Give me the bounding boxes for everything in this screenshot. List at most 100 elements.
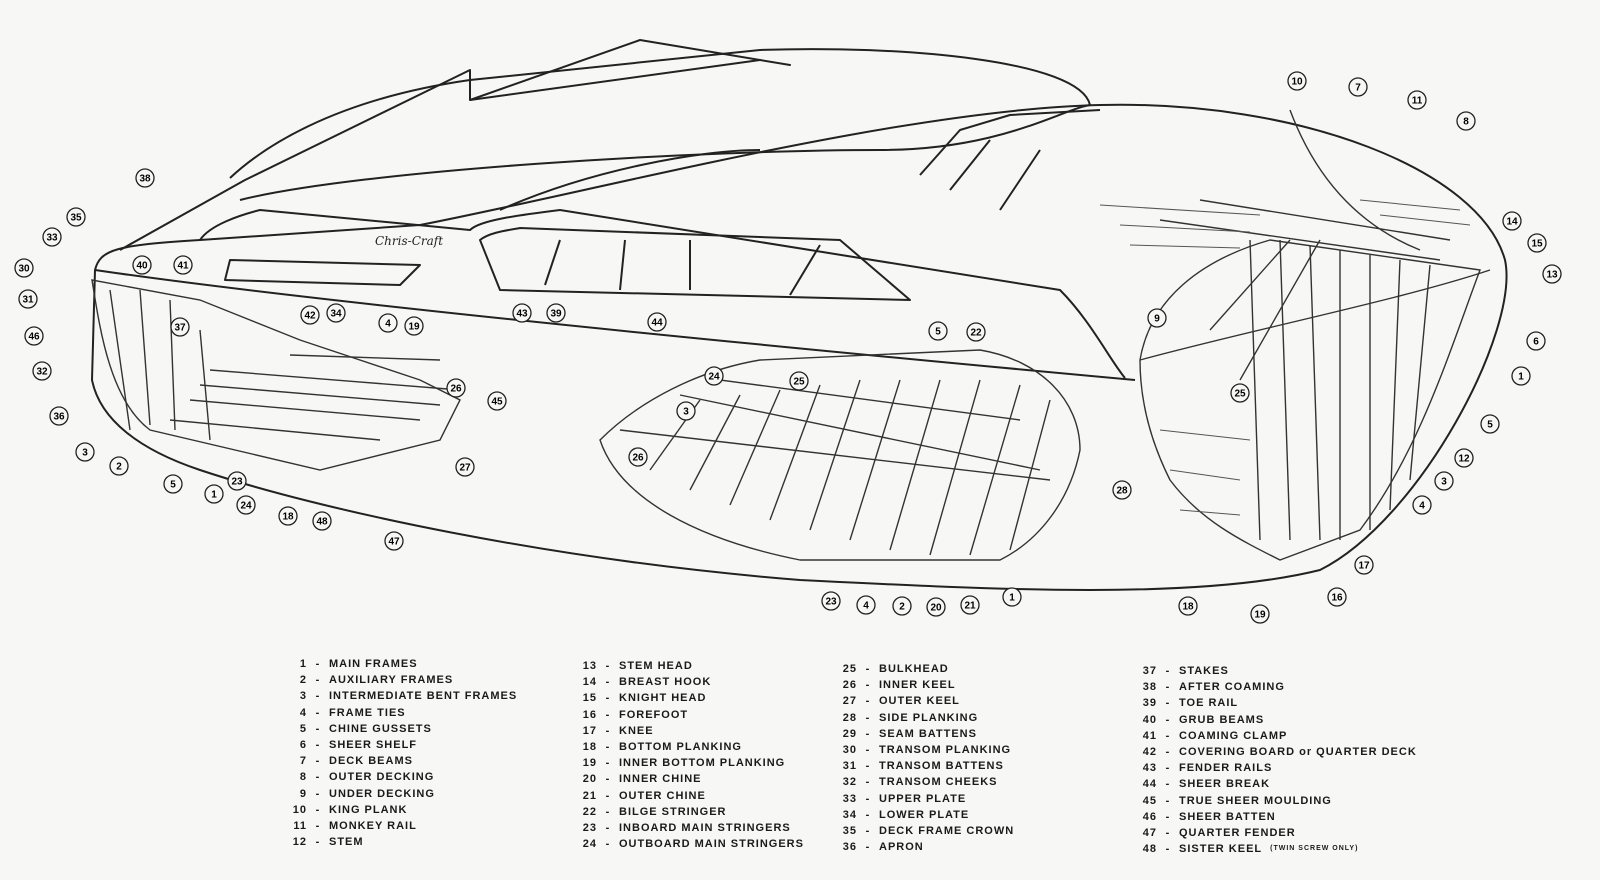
legend-item: 45-TRUE SHEER MOULDING xyxy=(1135,793,1417,809)
legend-separator: - xyxy=(315,771,321,784)
callout-circle xyxy=(1526,331,1546,351)
legend-item: 41-COAMING CLAMP xyxy=(1135,728,1417,744)
callout-1: 1 xyxy=(1002,587,1022,607)
legend-item: 18-BOTTOM PLANKING xyxy=(575,739,804,755)
callout-number: 4 xyxy=(863,601,869,612)
legend-separator: - xyxy=(865,792,871,805)
callout-15: 15 xyxy=(1527,233,1547,253)
legend-separator: - xyxy=(315,836,321,849)
legend-item: 9-UNDER DECKING xyxy=(285,786,517,802)
legend-label: BULKHEAD xyxy=(879,663,949,675)
legend-label: AFTER COAMING xyxy=(1179,681,1285,694)
legend-number: 33 xyxy=(842,792,857,805)
callout-number: 15 xyxy=(1531,239,1543,250)
legend-separator: - xyxy=(605,838,611,851)
legend-number: 38 xyxy=(1142,681,1157,694)
callout-circle xyxy=(676,401,696,421)
callout-circle xyxy=(1147,308,1167,328)
legend-number: 23 xyxy=(582,822,597,835)
callout-11: 11 xyxy=(1407,90,1427,110)
legend-item: 6-SHEER SHELF xyxy=(285,737,517,753)
legend-item: 40-GRUB BEAMS xyxy=(1135,712,1417,728)
legend-separator: - xyxy=(865,711,871,724)
legend-label: FRAME TIES xyxy=(329,706,406,719)
callout-21: 21 xyxy=(960,595,980,615)
legend-item: 24-OUTBOARD MAIN STRINGERS xyxy=(575,836,804,852)
callout-circle xyxy=(135,168,155,188)
legend-separator: - xyxy=(605,805,611,818)
callout-circle xyxy=(1456,111,1476,131)
callout-number: 13 xyxy=(1546,270,1558,281)
legend-number: 27 xyxy=(842,695,857,708)
legend-separator: - xyxy=(1165,665,1171,677)
callout-number: 11 xyxy=(1412,96,1423,107)
legend-label: INNER BOTTOM PLANKING xyxy=(619,757,786,770)
legend-separator: - xyxy=(865,744,871,757)
callout-number: 25 xyxy=(793,377,805,388)
legend-separator: - xyxy=(865,695,871,708)
legend-item: 20-INNER CHINE xyxy=(575,771,804,787)
legend-label: TRUE SHEER MOULDING xyxy=(1179,794,1332,807)
legend-label: TOE RAIL xyxy=(1179,697,1239,710)
chris-craft-logo: Chris-Craft xyxy=(375,234,443,248)
callout-circle xyxy=(628,447,648,467)
callout-circle xyxy=(326,303,346,323)
callout-16: 16 xyxy=(1327,587,1347,607)
callout-circle xyxy=(1502,211,1522,231)
legend-separator: - xyxy=(1165,810,1171,823)
legend-label: STAKES xyxy=(1179,665,1229,677)
callout-circle xyxy=(75,442,95,462)
legend-separator: - xyxy=(605,660,611,672)
legend-separator: - xyxy=(1165,713,1171,726)
callout-24: 24 xyxy=(236,495,256,515)
legend-separator: - xyxy=(1165,778,1171,791)
legend-number: 14 xyxy=(582,676,597,689)
legend-separator: - xyxy=(315,658,321,670)
callout-number: 4 xyxy=(385,319,391,330)
legend-item: 5-CHINE GUSSETS xyxy=(285,721,517,737)
callout-2: 2 xyxy=(109,456,129,476)
legend-item: 32-TRANSOM CHEEKS xyxy=(835,774,1014,790)
legend-number: 22 xyxy=(582,805,597,818)
legend-number: 4 xyxy=(299,706,307,719)
legend-item: 2-AUXILIARY FRAMES xyxy=(285,672,517,688)
legend-label: GRUB BEAMS xyxy=(1179,713,1265,726)
callout-circle xyxy=(892,596,912,616)
legend-number: 29 xyxy=(842,727,857,740)
legend-label: MAIN FRAMES xyxy=(329,658,418,670)
legend-separator: - xyxy=(315,722,321,735)
legend-item: 33-UPPER PLATE xyxy=(835,791,1014,807)
callout-19: 19 xyxy=(1250,604,1270,624)
legend-item: 36-APRON xyxy=(835,839,1014,855)
legend-separator: - xyxy=(315,690,321,703)
legend-separator: - xyxy=(1165,697,1171,710)
callout-40: 40 xyxy=(132,255,152,275)
legend-label: OUTER DECKING xyxy=(329,771,435,784)
callout-circle xyxy=(1354,555,1374,575)
callout-number: 5 xyxy=(170,480,176,491)
callout-number: 2 xyxy=(899,602,905,613)
legend-label: DECK FRAME CROWN xyxy=(879,825,1015,838)
legend-label: INNER KEEL xyxy=(879,679,956,692)
callout-number: 3 xyxy=(1441,477,1447,488)
callout-circle xyxy=(546,303,566,323)
callout-number: 4 xyxy=(1419,501,1425,512)
callout-number: 22 xyxy=(970,328,982,339)
framing-cutaway-mid xyxy=(599,349,1081,561)
legend-separator: - xyxy=(865,825,871,838)
callout-circle xyxy=(1178,596,1198,616)
callout-number: 31 xyxy=(22,295,34,306)
legend-number: 2 xyxy=(299,674,307,687)
legend-separator: - xyxy=(605,789,611,802)
legend-number: 25 xyxy=(842,663,857,675)
callout-6: 6 xyxy=(1526,331,1546,351)
legend-number: 12 xyxy=(292,836,307,849)
legend-number: 31 xyxy=(842,760,857,773)
callout-number: 9 xyxy=(1154,314,1160,325)
legend-number: 8 xyxy=(299,771,307,784)
legend-label: FOREFOOT xyxy=(619,708,689,721)
callout-number: 45 xyxy=(491,397,503,408)
legend-separator: - xyxy=(1165,762,1171,775)
callout-5: 5 xyxy=(928,321,948,341)
